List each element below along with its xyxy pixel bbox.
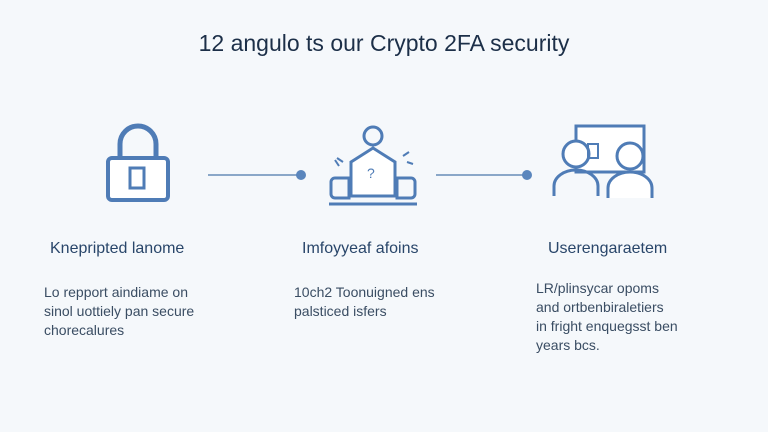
step-2-line: 10ch2 Toonuigned ens (294, 284, 435, 300)
step-2-line: palsticed isfers (294, 303, 387, 319)
step-2-heading: Imfoyyeaf afoins (302, 240, 419, 257)
step-3-description: LR/plinsycar opoms and ortbenbiraletiers… (536, 279, 678, 355)
step-1-heading: Knepripted lanome (50, 240, 185, 257)
step-3-heading: Userengaraetem (548, 240, 668, 257)
step-1-line: chorecalures (44, 322, 125, 338)
padlock-icon (106, 123, 170, 202)
user-shield-network-icon: ? (329, 125, 417, 206)
step-3-line: and ortbenbiraletiers (536, 299, 664, 315)
step-1-line: sinol uottiely pan secure (44, 303, 195, 319)
page-title: 12 angulo ts our Crypto 2FA security (198, 30, 570, 56)
step-3-line: LR/plinsycar opoms (536, 280, 659, 296)
connector-dot-1 (296, 170, 306, 180)
connector-line-2 (436, 174, 526, 176)
users-screen-icon (552, 124, 654, 198)
step-2-description: 10ch2 Toonuigned ens palsticed isfers (294, 283, 435, 321)
step-3-line: in fright enquegsst ben (536, 318, 678, 334)
svg-text:?: ? (367, 165, 375, 181)
step-1-line: Lo repport aindiame on (44, 284, 188, 300)
connector-dot-2 (522, 170, 532, 180)
step-3-line: years bcs. (536, 337, 600, 353)
connector-line-1 (208, 174, 300, 176)
step-1-description: Lo repport aindiame on sinol uottiely pa… (44, 283, 194, 340)
